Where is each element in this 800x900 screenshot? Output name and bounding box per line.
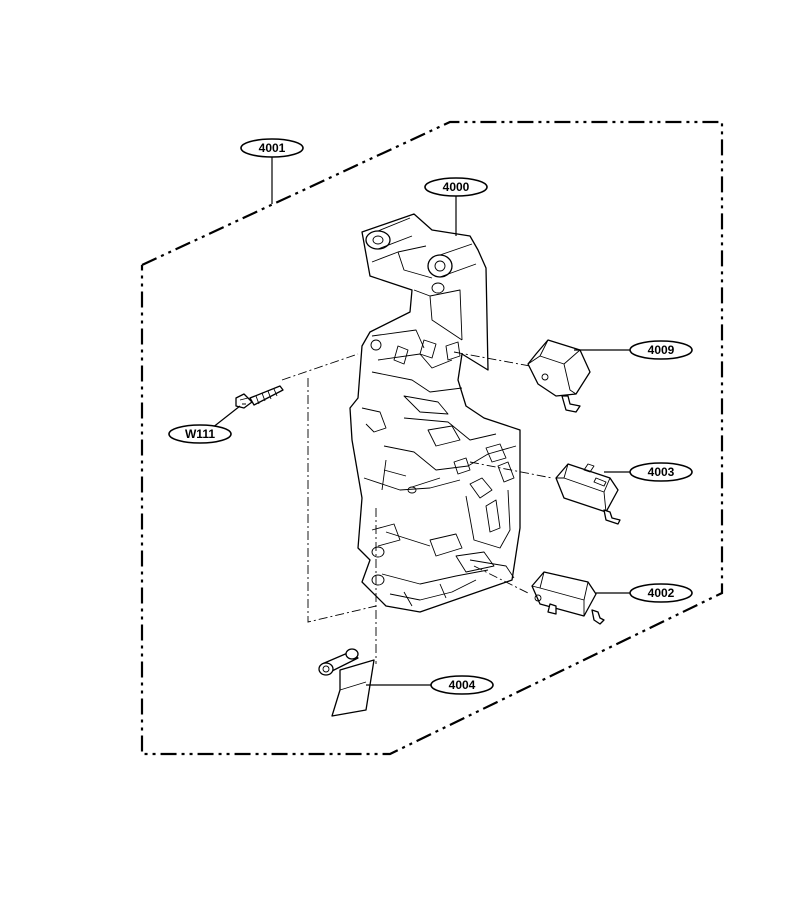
callout-W111: W111 — [168, 424, 232, 444]
callout-leaders — [211, 157, 630, 686]
callout-label: 4002 — [648, 586, 675, 600]
callout-label: 4004 — [449, 678, 476, 692]
callout-label: 4009 — [648, 343, 675, 357]
latch-lever — [318, 648, 375, 717]
screw — [235, 385, 284, 409]
callout-4000: 4000 — [424, 177, 488, 197]
assembly-leaders — [281, 351, 553, 664]
switch-4003 — [555, 463, 621, 525]
callout-4009: 4009 — [629, 340, 693, 360]
callout-4004: 4004 — [430, 675, 494, 695]
callout-label: 4003 — [648, 465, 675, 479]
latch-board-frame — [349, 213, 521, 613]
callout-label: 4001 — [259, 141, 286, 155]
callout-4001: 4001 — [240, 138, 304, 158]
switch-4002 — [531, 571, 605, 625]
callout-label: 4000 — [443, 180, 470, 194]
switch-4009 — [527, 339, 591, 413]
callout-4003: 4003 — [629, 462, 693, 482]
assembly-boundary — [140, 120, 724, 756]
callout-4002: 4002 — [629, 583, 693, 603]
callout-label: W111 — [185, 427, 215, 441]
